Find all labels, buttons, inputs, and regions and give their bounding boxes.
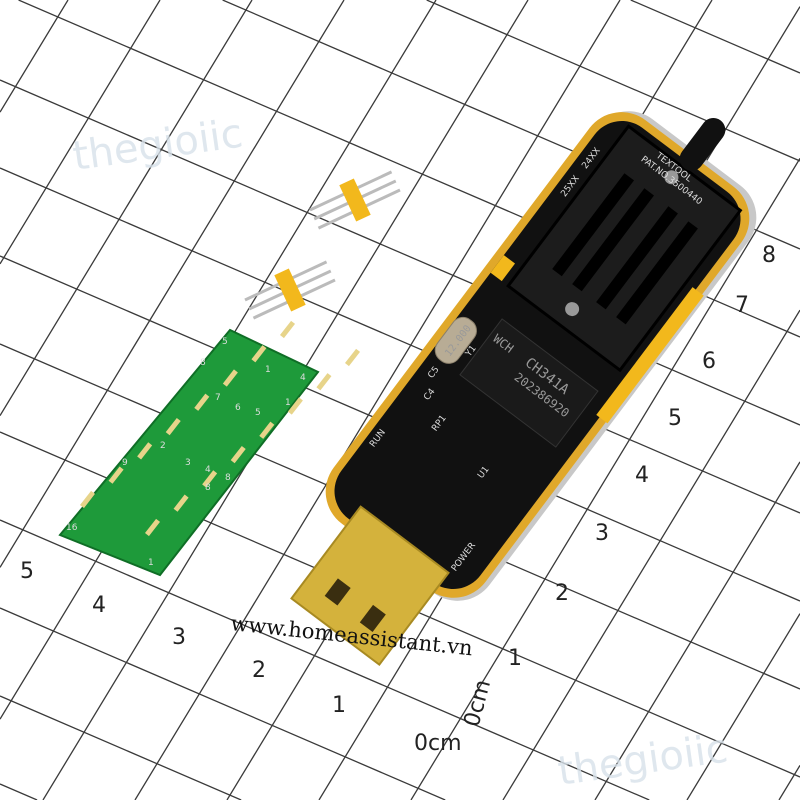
ruler-label: 4	[635, 463, 649, 488]
pin-label: 1	[265, 365, 271, 375]
jumper	[490, 255, 516, 282]
ruler-label: 1	[508, 646, 522, 671]
grid-line	[410, 158, 800, 800]
ruler-bottom: 5 4 3 2 1 0cm	[20, 559, 462, 756]
usb-plug	[290, 505, 450, 667]
grid-line	[630, 0, 800, 74]
grid-line	[0, 0, 161, 265]
pin-header	[244, 260, 336, 320]
solder-pad	[345, 348, 361, 367]
grid-line	[0, 0, 253, 417]
solder-pad	[165, 417, 181, 436]
solder-pad	[259, 421, 275, 439]
solder-pad	[173, 494, 189, 512]
grid-line	[594, 461, 800, 800]
grid-line	[0, 0, 345, 568]
pin-label: 8	[225, 473, 231, 483]
ch341a-chip	[459, 318, 599, 448]
solder-pad	[145, 518, 161, 537]
pin-label: 8	[205, 483, 211, 493]
pin-label: 4	[205, 465, 211, 475]
grid-line	[0, 607, 446, 800]
ruler-label: 4	[92, 593, 106, 618]
solder-pad	[251, 345, 267, 363]
grid-line	[0, 167, 800, 514]
solder-pad	[222, 369, 238, 387]
pin-label: 1	[148, 558, 154, 568]
solder-pad	[194, 393, 210, 411]
solder-pad	[202, 470, 218, 488]
ruler-label: 7	[735, 293, 749, 318]
solder-pad	[287, 397, 303, 415]
ruler-label: 5	[668, 406, 682, 431]
grid-line	[502, 309, 800, 800]
ruler-label: 8	[762, 243, 776, 268]
crystal	[434, 316, 477, 364]
pin-label: 3	[185, 458, 191, 468]
pin-label: 16	[66, 523, 78, 533]
solder-pad	[316, 373, 332, 391]
grid-line	[0, 0, 69, 113]
ruler-label: 1	[332, 693, 346, 718]
pin-label: 4	[300, 373, 306, 383]
header-plastic	[339, 178, 371, 222]
grid-line	[0, 79, 800, 426]
pin-label: 2	[160, 441, 166, 451]
grid-line	[778, 765, 800, 800]
screw	[565, 302, 580, 317]
pin-label: 7	[215, 393, 221, 403]
grid-line	[686, 613, 800, 800]
ruler-label: 0cm	[414, 731, 462, 756]
grid-line	[426, 0, 800, 162]
grid-line	[0, 783, 38, 800]
solder-pad	[230, 445, 246, 464]
pin-label: 5	[255, 408, 261, 418]
ruler-label: 3	[595, 521, 609, 546]
solder-pad	[79, 490, 96, 509]
ch341a-programmer: WCH CH341A 202386920 12.000 TEXTOOL PAT.…	[290, 111, 757, 667]
ruler-label: 6	[702, 349, 716, 374]
header-plastic	[274, 268, 306, 312]
ruler-label: 5	[20, 559, 34, 584]
screw	[664, 170, 679, 185]
pin-label: 8	[200, 358, 206, 368]
solder-pad	[137, 442, 153, 460]
ruler-label: 2	[555, 581, 569, 606]
usb-hole	[324, 578, 351, 606]
pin-label: 9	[122, 458, 128, 468]
soic-adapter-pcb: 5 8 4 1 9 16 8 1 7 6 5 2 3 4 8 1	[58, 320, 361, 577]
grid-line	[0, 695, 242, 800]
solder-pad	[108, 466, 124, 484]
solder-pad	[280, 320, 296, 339]
grid-line	[0, 519, 650, 800]
side-header	[596, 287, 704, 424]
pin-label: 6	[235, 403, 241, 413]
ruler-label: 2	[252, 658, 266, 683]
grid-line	[134, 0, 621, 800]
pin-header	[309, 170, 401, 230]
zif-lever	[679, 117, 726, 171]
ruler-label: 3	[172, 625, 186, 650]
pin-label: 5	[222, 337, 228, 347]
pin-label: 1	[285, 398, 291, 408]
usb-hole	[359, 604, 386, 633]
